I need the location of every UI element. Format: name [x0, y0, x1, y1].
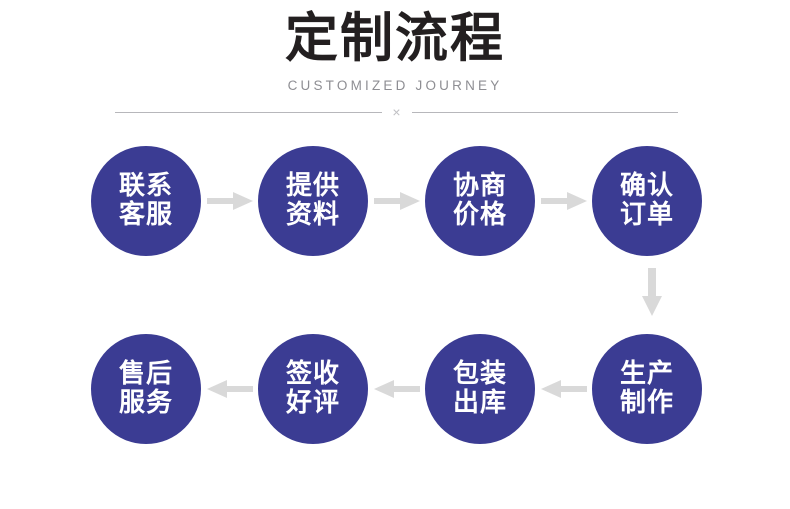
node-label-line1: 提供	[285, 171, 340, 201]
node-label-line2: 好评	[285, 388, 340, 418]
flow-node-provide-materials[interactable]: 提供 资料	[258, 146, 368, 256]
divider-x-icon: ×	[392, 104, 401, 120]
node-label-line2: 订单	[619, 200, 674, 230]
node-label-line1: 包装	[452, 359, 507, 389]
node-label-line1: 协商	[452, 171, 507, 201]
node-label-line2: 制作	[619, 388, 674, 418]
page-subtitle: CUSTOMIZED JOURNEY	[287, 78, 503, 93]
arrow-left-icon	[368, 375, 425, 403]
flow-node-production[interactable]: 生产 制作	[592, 334, 702, 444]
node-label-line1: 联系	[118, 171, 173, 201]
flow-node-negotiate-price[interactable]: 协商 价格	[425, 146, 535, 256]
node-label-line2: 资料	[285, 200, 340, 230]
node-label-line1: 签收	[285, 359, 340, 389]
node-label-line2: 客服	[118, 200, 173, 230]
node-label-line2: 出库	[452, 388, 507, 418]
flow-node-contact-support[interactable]: 联系 客服	[91, 146, 201, 256]
node-label-line1: 生产	[619, 359, 674, 389]
arrow-right-icon	[368, 187, 425, 215]
flow-row-2: 售后 服务 签收 好评 包装 出库 生产 制作	[0, 333, 790, 445]
flow-node-packaging-shipment[interactable]: 包装 出库	[425, 334, 535, 444]
divider-rule-right	[411, 111, 678, 113]
node-label-line2: 价格	[452, 200, 507, 230]
node-label-line2: 服务	[118, 388, 173, 418]
divider-rule-left	[115, 111, 382, 113]
page-title: 定制流程	[285, 8, 505, 69]
arrow-right-icon	[535, 187, 592, 215]
arrow-right-icon	[201, 187, 258, 215]
flow-row-1: 联系 客服 提供 资料 协商 价格 确认 订单	[0, 145, 790, 257]
header: 定制流程 CUSTOMIZED JOURNEY	[0, 0, 790, 95]
flow-node-confirm-order[interactable]: 确认 订单	[592, 146, 702, 256]
node-label-line1: 售后	[118, 359, 173, 389]
section-divider: ×	[115, 103, 678, 121]
arrow-left-icon	[535, 375, 592, 403]
arrow-down-icon	[622, 258, 682, 326]
node-label-line1: 确认	[619, 171, 674, 201]
arrow-left-icon	[201, 375, 258, 403]
flow-node-receipt-review[interactable]: 签收 好评	[258, 334, 368, 444]
flow-node-after-sales-service[interactable]: 售后 服务	[91, 334, 201, 444]
